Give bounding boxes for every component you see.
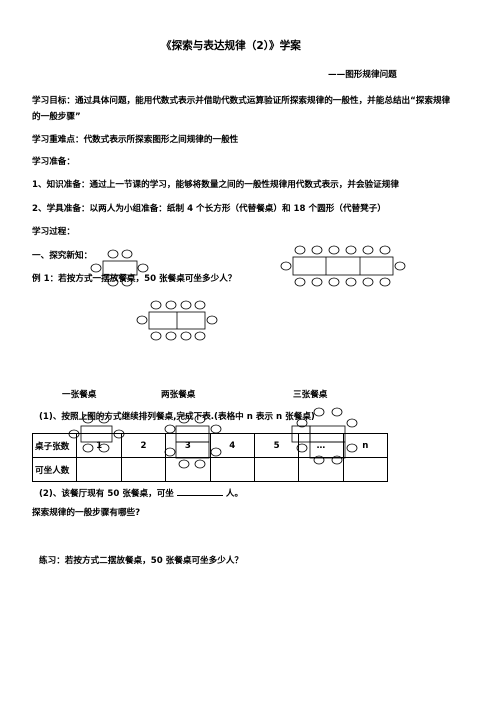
table-cell: 1 <box>76 433 122 458</box>
caption-two-tables: 两张餐桌 <box>161 390 196 400</box>
question-1: (1)、按照上图的方式继续排列餐桌,完成下表.(表格中 n 表示 n 张餐桌) <box>39 412 315 422</box>
table-cell: … <box>298 433 344 458</box>
table-cell-empty[interactable] <box>209 457 255 482</box>
data-table: 桌子张数 1 2 3 4 5 … n 可坐人数 <box>31 433 389 482</box>
table-row: 桌子张数 1 2 3 4 5 … n <box>31 433 389 458</box>
question-2-unit: 人。 <box>225 489 244 499</box>
steps-question: 探索规律的一般步骤有哪些? <box>32 508 141 518</box>
learning-goal: 学习目标：通过具体问题，能用代数式表示并借助代数式运算验证所探索规律的一般性，并… <box>32 96 451 122</box>
caption-one-table: 一张餐桌 <box>62 390 97 400</box>
section-explore: 一、探究新知： <box>32 251 93 261</box>
table-cell-empty[interactable] <box>120 457 167 482</box>
table-cell-empty[interactable] <box>76 457 122 482</box>
three-tables-figure <box>280 245 406 287</box>
answer-blank[interactable] <box>176 486 223 496</box>
page-subtitle: ——图形规律问题 <box>328 70 397 80</box>
table-cell-empty[interactable] <box>253 457 300 482</box>
two-tables-figure <box>136 300 218 341</box>
process-heading: 学习过程： <box>32 227 75 237</box>
caption-three-tables: 三张餐桌 <box>293 390 328 400</box>
table-cell-empty[interactable] <box>165 457 211 482</box>
table-cell-empty[interactable] <box>342 457 389 482</box>
page-title: 《探索与表达规律（2）》学案 <box>161 40 301 52</box>
table-cell: 5 <box>253 433 300 458</box>
row-label-seats: 可坐人数 <box>31 457 78 482</box>
example-1: 例 1：若按方式一摆放餐桌，50 张餐桌可坐多少人？ <box>32 274 237 284</box>
prep-heading: 学习准备： <box>32 157 75 167</box>
table-row: 可坐人数 <box>31 457 389 482</box>
table-cell-empty[interactable] <box>298 457 344 482</box>
table-cell: 2 <box>120 433 167 458</box>
prep-knowledge: 1、知识准备：通过上一节课的学习，能够将数量之间的一般性规律用代数式表示，并会验… <box>32 180 399 190</box>
row-label-tables: 桌子张数 <box>31 433 78 458</box>
table-cell: n <box>342 433 389 458</box>
table-cell: 4 <box>209 433 255 458</box>
practice-question: 练习：若按方式二摆放餐桌，50 张餐桌可坐多少人？ <box>39 556 244 566</box>
table-cell: 3 <box>165 433 211 458</box>
prep-tools: 2、学具准备：以两人为小组准备：纸制 4 个长方形（代替餐桌）和 18 个圆形（… <box>32 204 386 214</box>
single-table-figure <box>90 249 149 287</box>
question-2-text: (2)、该餐厅现有 50 张餐桌，可坐 <box>39 489 174 499</box>
question-2: (2)、该餐厅现有 50 张餐桌，可坐 人。 <box>39 486 243 499</box>
key-point: 学习重难点：代数式表示所探索图形之间规律的一般性 <box>32 135 239 145</box>
